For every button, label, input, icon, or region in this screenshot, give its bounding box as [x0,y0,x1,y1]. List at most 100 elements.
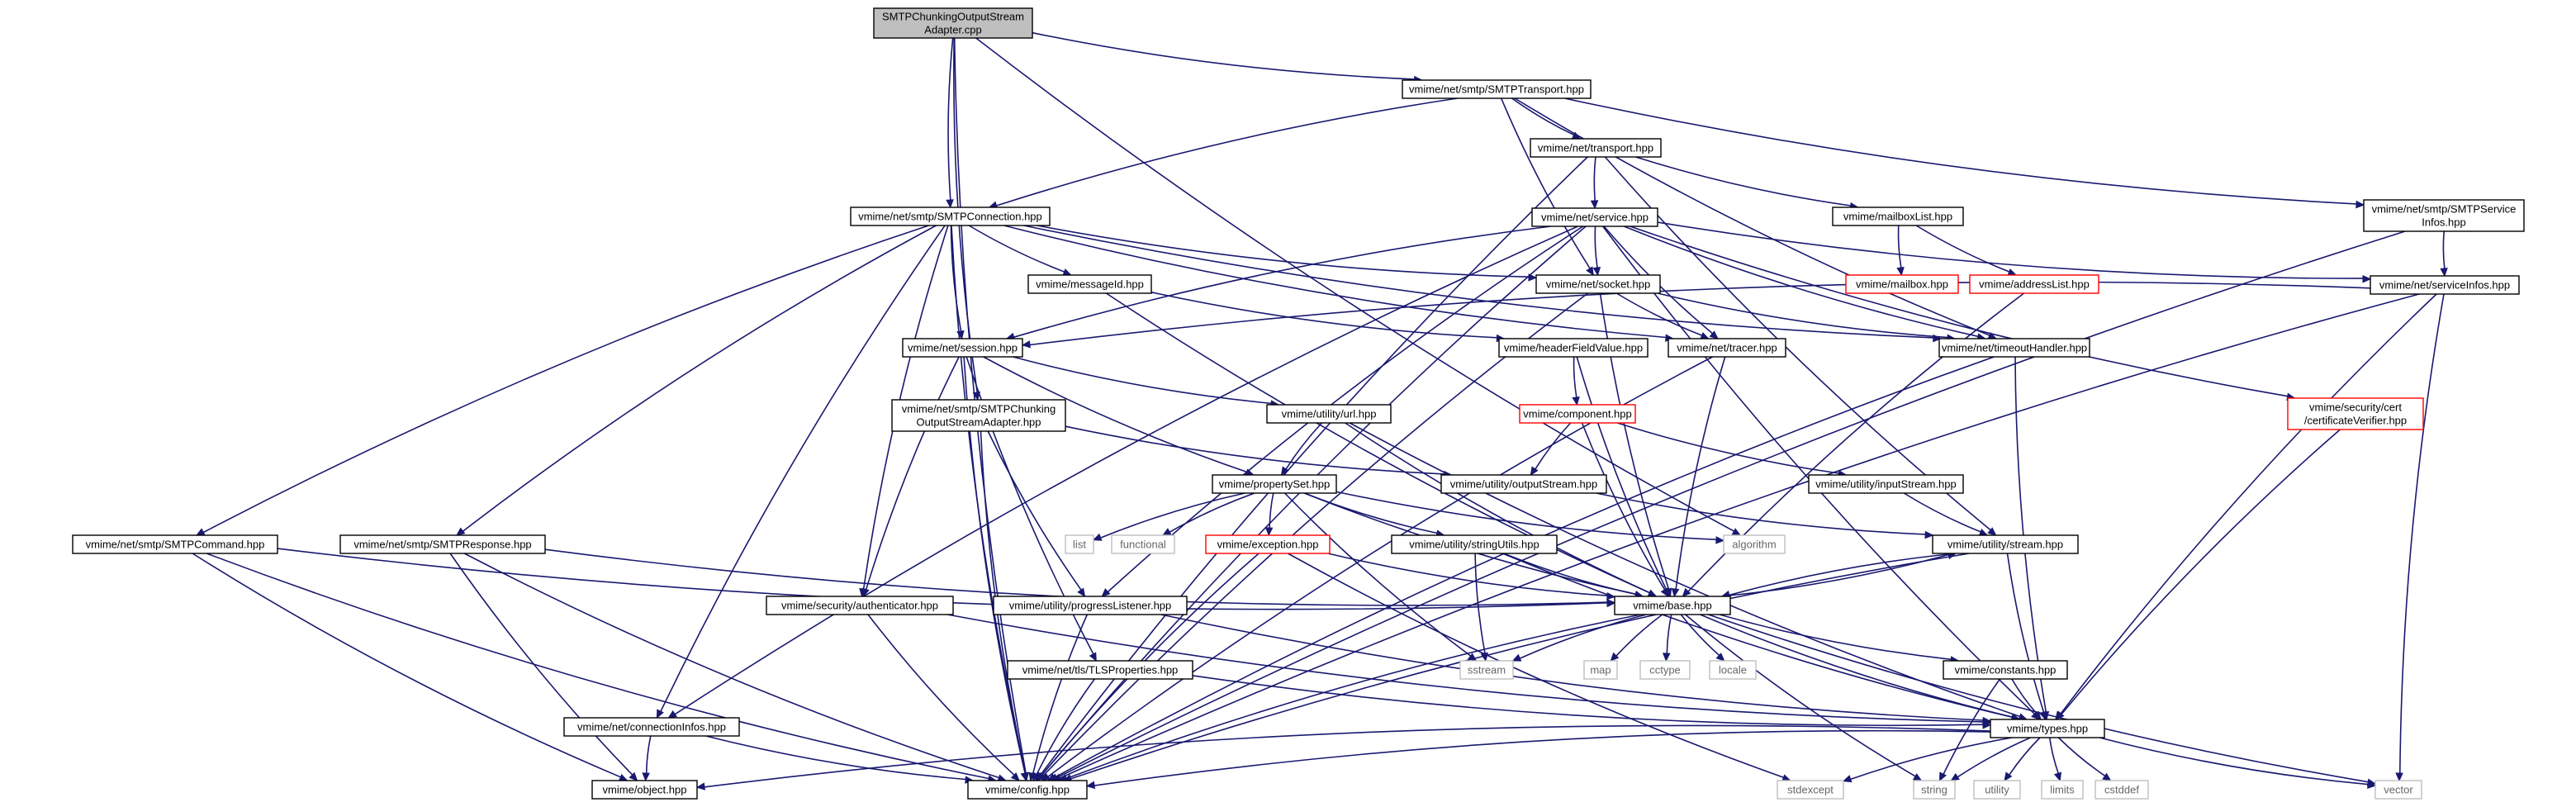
node-mailbox[interactable]: vmime/mailbox.hpp [1845,274,1959,294]
node-box [1973,780,2021,800]
node-socket[interactable]: vmime/net/socket.hpp [1535,274,1661,294]
include-edge [1666,614,1672,654]
node-input-stream[interactable]: vmime/utility/inputStream.hpp [1808,474,1964,494]
node-stream[interactable]: vmime/utility/stream.hpp [1932,534,2079,554]
node-url[interactable]: vmime/utility/url.hpp [1266,404,1392,424]
include-edge [1169,492,1255,533]
node-message-id[interactable]: vmime/messageId.hpp [1027,274,1152,294]
edge-arrowhead [1592,267,1601,277]
node-box [2041,780,2084,800]
edge-arrowhead [2355,200,2365,209]
node-label: /certificateVerifier.hpp [2304,415,2407,427]
edge-arrowhead [1010,771,1020,781]
node-box [1007,660,1193,680]
node-service[interactable]: vmime/net/service.hpp [1531,207,1658,227]
node-tracer[interactable]: vmime/net/tracer.hpp [1668,338,1786,358]
include-edge [975,37,1734,532]
edge-arrowhead [642,772,650,782]
edge-arrowhead [1572,396,1580,406]
node-label: vmime/utility/stream.hpp [1947,539,2063,551]
node-label: vmime/object.hpp [603,784,687,796]
node-chunking-hpp[interactable]: vmime/net/smtp/SMTPChunkingOutputStreamA… [891,399,1066,432]
node-box [766,596,954,615]
node-header-field-value[interactable]: vmime/headerFieldValue.hpp [1498,338,1649,358]
node-box [1027,274,1152,294]
node-mailbox-list[interactable]: vmime/mailboxList.hpp [1832,206,1964,226]
edge-arrowhead [861,587,870,598]
include-edge [1535,422,1572,470]
edge-arrowhead [2440,268,2448,278]
node-transport[interactable]: vmime/net/transport.hpp [1530,138,1662,158]
include-edge [1285,422,1323,470]
edge-arrowhead [1077,587,1086,598]
include-edge [449,553,633,776]
node-base[interactable]: vmime/base.hpp [1614,596,1731,615]
include-edge [206,553,989,780]
node-progress-listener[interactable]: vmime/utility/progressListener.hpp [993,596,1188,615]
node-tls-properties[interactable]: vmime/net/tls/TLSProperties.hpp [1007,660,1193,680]
include-edge [1060,293,2420,779]
include-edge [1003,225,1667,339]
node-label: cstddef [2104,784,2139,796]
node-box [72,534,278,554]
node-label: limits [2050,784,2075,796]
include-edge [1675,356,1726,590]
edge-arrowhead [1606,599,1616,607]
include-edge [1032,31,1415,80]
node-authenticator[interactable]: vmime/security/authenticator.hpp [766,596,954,615]
node-label: vmime/net/smtp/SMTPCommand.hpp [86,539,265,551]
node-label: vmime/headerFieldValue.hpp [1504,342,1643,354]
edge-arrowhead [618,773,629,781]
node-timeout-handler[interactable]: vmime/net/timeoutHandler.hpp [1938,338,2090,358]
include-edge [996,97,1458,206]
node-label: vmime/net/connectionInfos.hpp [577,721,726,733]
edge-arrowhead [1530,466,1539,477]
include-edge [1269,492,1274,529]
include-edge [1500,97,1591,269]
node-address-list[interactable]: vmime/addressList.hpp [1969,274,2099,294]
node-label: cctype [1649,664,1681,676]
node-connection-infos[interactable]: vmime/net/connectionInfos.hpp [563,717,740,737]
node-exception[interactable]: vmime/exception.hpp [1205,534,1331,554]
file-nodes: SMTPChunkingOutputStreamAdapter.cppvmime… [72,7,2525,800]
node-property-set[interactable]: vmime/propertySet.hpp [1212,474,1337,494]
node-label: vmime/messageId.hpp [1036,278,1144,291]
include-edge [1719,614,1952,661]
include-edge [1023,225,1933,339]
edge-arrowhead [1978,528,1989,536]
edge-arrowhead [1950,772,1960,781]
node-constants[interactable]: vmime/constants.hpp [1943,660,2068,680]
node-box [1845,274,1959,294]
edge-arrowhead [972,391,981,401]
node-smtp-transport[interactable]: vmime/net/smtp/SMTPTransport.hpp [1402,79,1592,99]
node-box [891,399,1066,432]
include-edge [2060,293,2437,714]
node-smtp-command[interactable]: vmime/net/smtp/SMTPCommand.hpp [72,534,278,554]
edge-arrowhead [1896,267,1905,277]
include-edge [1501,553,2013,718]
node-object[interactable]: vmime/object.hpp [591,780,698,800]
node-box [1808,474,1964,494]
node-output-stream[interactable]: vmime/utility/outputStream.hpp [1440,474,1607,494]
node-label: vmime/mailbox.hpp [1856,278,1948,291]
node-component[interactable]: vmime/component.hpp [1519,404,1636,424]
node-config[interactable]: vmime/config.hpp [967,780,1088,800]
node-string-utils[interactable]: vmime/utility/stringUtils.hpp [1391,534,1558,554]
node-service-infos[interactable]: vmime/net/serviceInfos.hpp [2370,275,2520,295]
node-box [1938,338,2090,358]
include-edge [865,356,960,590]
include-edge [1065,425,1445,475]
node-certificate-verifier[interactable]: vmime/security/cert/certificateVerifier.… [2287,397,2424,430]
node-box [902,338,1023,358]
node-label: algorithm [1732,539,1776,551]
node-smtp-response[interactable]: vmime/net/smtp/SMTPResponse.hpp [339,534,546,554]
edge-arrowhead [1092,533,1103,541]
node-smtp-connection[interactable]: vmime/net/smtp/SMTPConnection.hpp [850,206,1051,226]
node-types[interactable]: vmime/types.hpp [1990,719,2105,738]
include-edge [2011,678,2038,714]
node-session[interactable]: vmime/net/session.hpp [902,338,1023,358]
include-edge [2399,293,2445,774]
include-edge [1617,422,1839,474]
include-edge [1192,675,1984,727]
